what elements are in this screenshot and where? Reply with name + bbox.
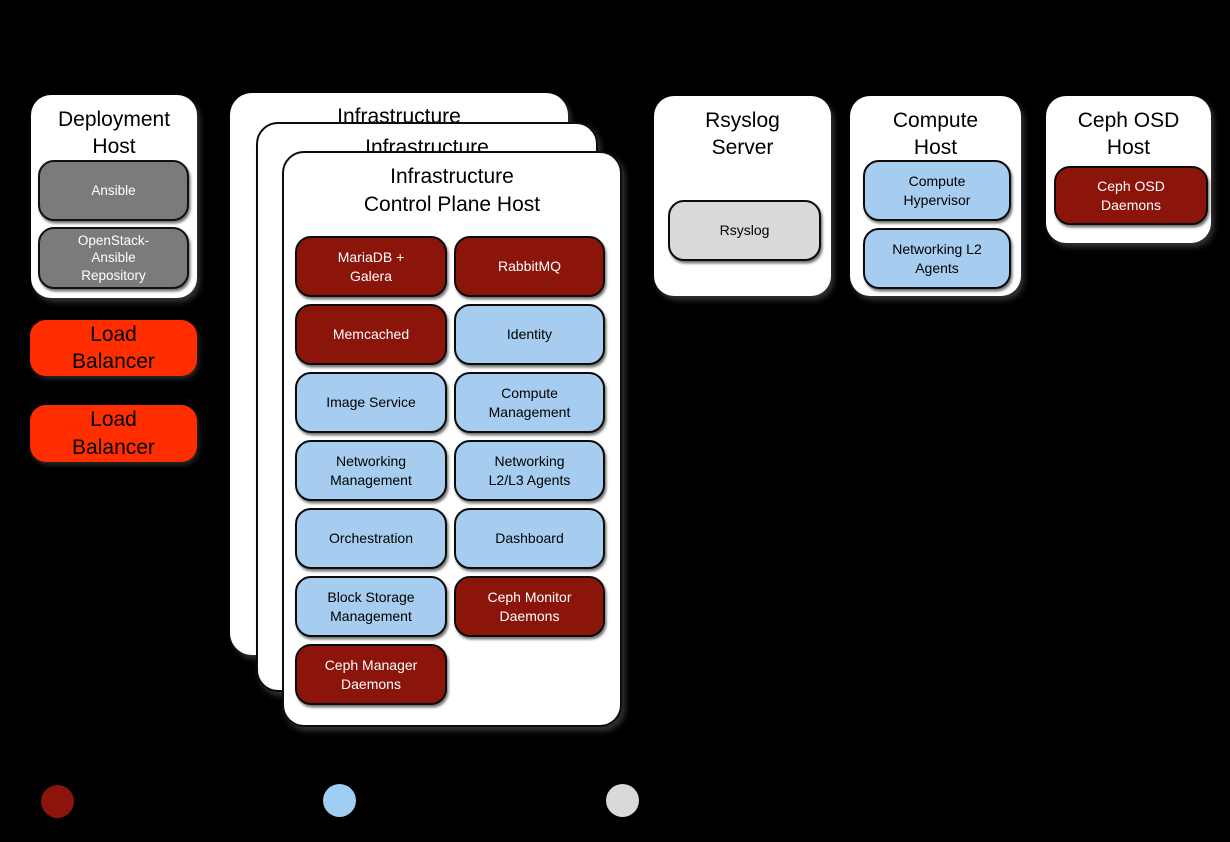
service-label: OpenStack-Ansible Repository [77,232,150,283]
service-label: Block Storage Management [327,589,415,624]
load-balancer-label: Load Balancer [72,322,155,373]
service-box-ceph-monitor-daemons: Ceph Monitor Daemons [454,576,605,637]
service-label: Image Service [326,394,416,411]
load-balancer-label: Load Balancer [72,408,155,459]
compute-host-container: Compute Host Compute Hypervisor Networki… [850,96,1021,296]
service-label: Networking L2/L3 Agents [488,453,571,488]
legend-dot-blue [323,784,356,817]
service-box-mariadb-galera: MariaDB + Galera [295,236,447,297]
service-box-compute-hypervisor: Compute Hypervisor [863,160,1011,221]
compute-host-title: Compute Host [892,109,979,160]
legend-dot-gray [606,784,639,817]
service-label: Ceph Manager Daemons [324,657,418,692]
service-box-networking-management: Networking Management [295,440,447,501]
load-balancer-box-1: Load Balancer [30,320,197,376]
legend-dot-maroon [41,785,74,818]
service-label: MariaDB + Galera [337,249,405,284]
service-box-compute-management: Compute Management [454,372,605,433]
rsyslog-server-title: Rsyslog Server [705,109,780,160]
ceph-osd-host-container: Ceph OSD Host Ceph OSD Daemons [1046,96,1211,243]
service-box-identity: Identity [454,304,605,365]
service-label: Compute Management [488,385,571,420]
service-label: Memcached [332,326,410,343]
service-label: Orchestration [328,530,414,547]
service-label: Compute Hypervisor [903,173,971,208]
service-box-image-service: Image Service [295,372,447,433]
load-balancer-box-2: Load Balancer [30,405,197,462]
service-box-ceph-manager-daemons: Ceph Manager Daemons [295,644,447,705]
service-label: Ceph OSD Daemons [1097,178,1165,213]
service-label: Identity [506,326,553,343]
control-plane-title-line2: Control Plane Host [363,193,541,217]
deployment-host-container: Deployment Host Ansible OpenStack-Ansibl… [31,95,197,298]
service-label: Networking Management [330,453,412,488]
service-label: Rsyslog [719,222,770,239]
service-box-networking-l2-l3-agents: Networking L2/L3 Agents [454,440,605,501]
service-label: Ansible [91,182,136,198]
ceph-osd-host-title: Ceph OSD Host [1077,109,1180,160]
service-box-orchestration: Orchestration [295,508,447,569]
deployment-host-title: Deployment Host [57,108,171,159]
service-label: Ceph Monitor Daemons [487,589,572,624]
service-label: RabbitMQ [497,258,562,275]
service-box-rabbitmq: RabbitMQ [454,236,605,297]
service-label: Networking L2 Agents [892,241,982,276]
service-box-block-storage-management: Block Storage Management [295,576,447,637]
service-box-rsyslog: Rsyslog [668,200,821,261]
service-box-ceph-osd-daemons: Ceph OSD Daemons [1054,166,1208,225]
service-box-memcached: Memcached [295,304,447,365]
service-box-networking-l2-agents: Networking L2 Agents [863,228,1011,289]
service-label: Dashboard [495,530,564,547]
service-box-ansible: Ansible [38,160,189,221]
rsyslog-server-container: Rsyslog Server Rsyslog [654,96,831,296]
service-box-openstack-ansible-repository: OpenStack-Ansible Repository [38,227,189,289]
service-box-dashboard: Dashboard [454,508,605,569]
control-plane-title-line1: Infrastructure [390,165,514,188]
